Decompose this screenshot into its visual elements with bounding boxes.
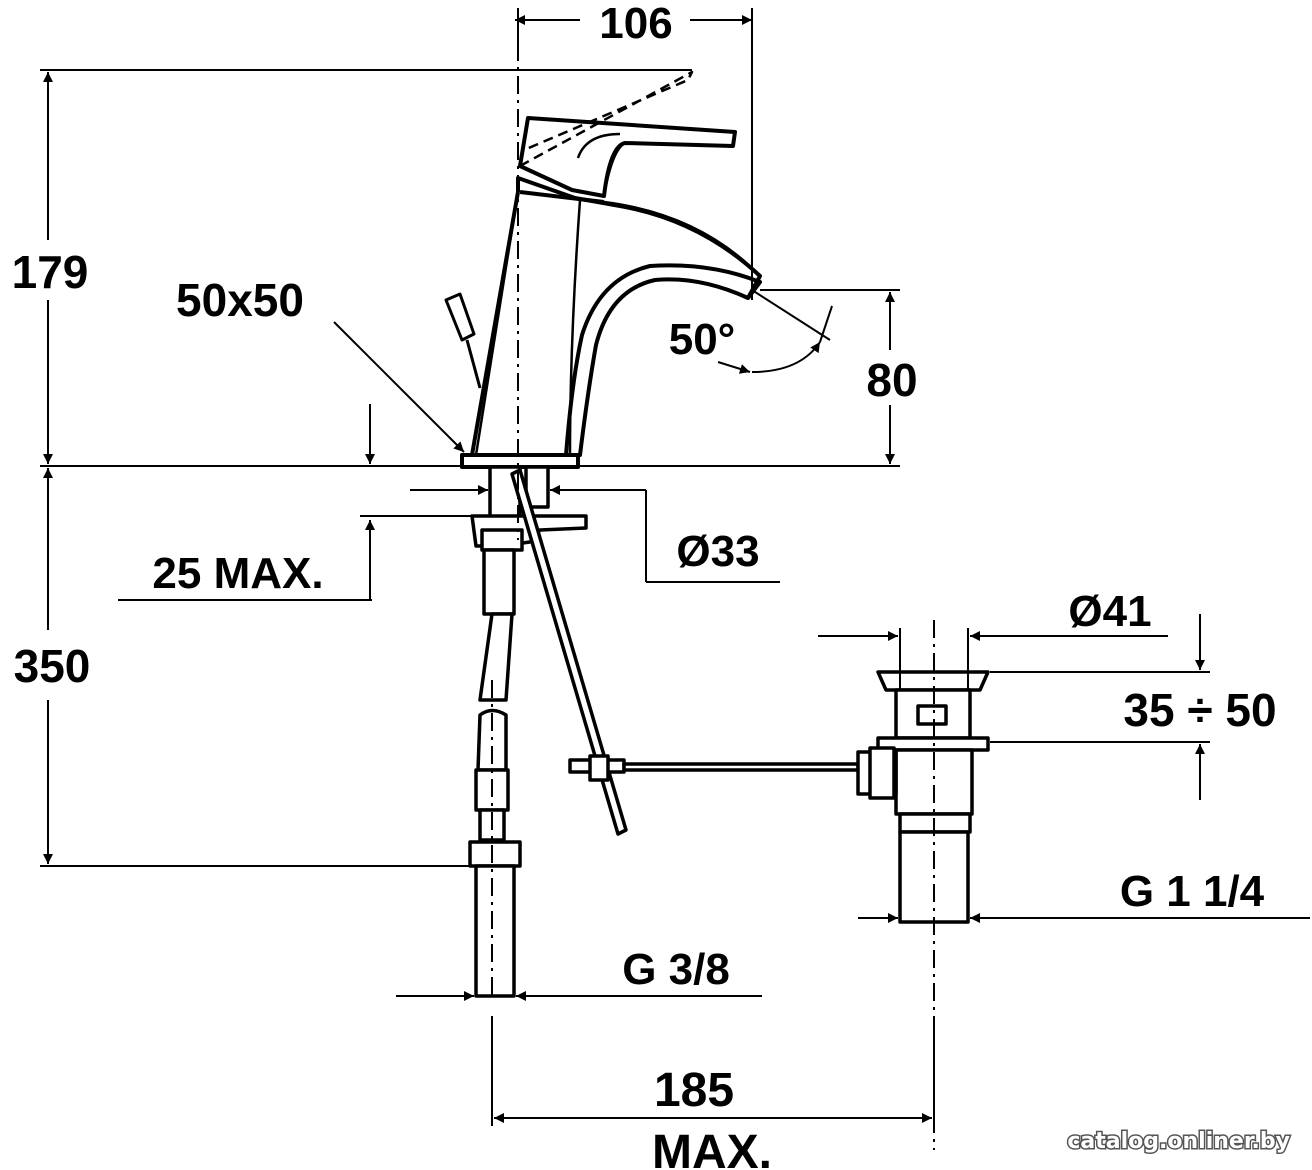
dim-diameter-33: Ø33 <box>676 527 759 576</box>
dim-179: 179 <box>12 246 89 298</box>
drain-assembly <box>856 670 990 924</box>
dim-max: MAX. <box>652 1126 772 1170</box>
dimension-labels: 106 179 50x50 50° 80 25 MAX. Ø33 350 Ø41… <box>10 0 1279 1170</box>
dim-106: 106 <box>599 0 672 48</box>
dim-50-degree: 50° <box>669 315 736 364</box>
dim-35-50: 35 ÷ 50 <box>1123 684 1276 736</box>
dim-25-max: 25 MAX. <box>152 549 323 598</box>
dim-50x50: 50x50 <box>176 274 304 326</box>
dim-g-1-1-4: G 1 1/4 <box>1120 867 1265 916</box>
dim-diameter-41: Ø41 <box>1068 587 1151 636</box>
dim-185: 185 <box>654 1064 734 1117</box>
dim-80: 80 <box>866 354 917 406</box>
faucet-body <box>444 70 762 469</box>
watermark: catalog.onliner.by <box>1067 1129 1290 1154</box>
dim-350: 350 <box>14 640 91 692</box>
mounting-hardware <box>468 465 860 998</box>
dim-g-3-8: G 3/8 <box>622 945 730 994</box>
dimension-lines <box>40 8 1310 1126</box>
